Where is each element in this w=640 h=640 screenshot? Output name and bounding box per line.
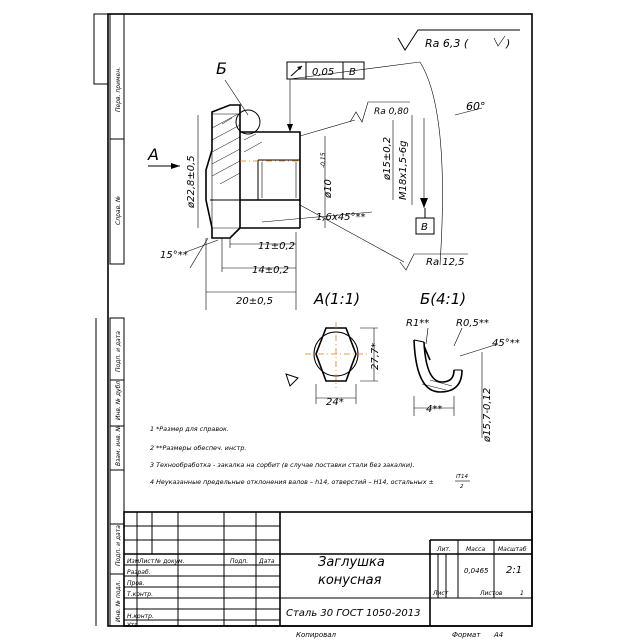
strip-sign-date-2: Подп. и дата (115, 525, 122, 566)
tb-sheets-label: Листов (479, 590, 503, 597)
ra-125: Ra 12,5 (426, 257, 465, 268)
note-1: 1 *Размер для справок. (150, 425, 229, 433)
dim-45: 45°** (492, 338, 520, 349)
ra-080: Ra 0,80 (374, 107, 409, 117)
tb-col-lit: Лит. (436, 546, 451, 553)
material: Сталь 30 ГОСТ 1050-2013 (286, 608, 421, 619)
title-block (123, 511, 533, 627)
arrow-a-icon (171, 163, 180, 169)
note-4-fraction-num: IT14 (456, 474, 468, 480)
left-strip-bottom (109, 317, 125, 627)
tb-sheet-label: Лист (432, 590, 449, 597)
view-a-label: А (147, 145, 159, 164)
note-3: 3 Технообработка - закалка на сорбит (в … (150, 461, 415, 469)
tb-head-date: Дата (258, 558, 275, 565)
datum-box-label: В (421, 222, 428, 233)
strip-ref-no: Справ. № (115, 196, 122, 225)
ra-080-sign (349, 101, 410, 123)
footer-format: А4 (493, 631, 503, 639)
roughness-general-sign (397, 29, 520, 51)
dim-d10: ø10 (323, 179, 334, 199)
hex-view (305, 322, 368, 388)
dim-14: 14±0,2 (252, 265, 289, 276)
part-name-line2: конусная (318, 573, 382, 588)
tolerance-value: 0,05 (312, 67, 334, 78)
detail-b-circle (235, 109, 261, 135)
part-section-view (205, 104, 301, 239)
angle-60: 60° (466, 100, 486, 113)
tb-col-mass: Масса (466, 546, 485, 553)
dim-27: 27,7* (370, 343, 381, 370)
tb-role-checker: Пров. (127, 580, 145, 587)
view-b-title: Б(4:1) (420, 290, 466, 308)
tb-role-approved: Утв. (127, 622, 140, 629)
dim-d157: ø15,7-0,12 (482, 388, 493, 443)
angle-arc (419, 61, 443, 266)
tolerance-datum: В (349, 67, 356, 78)
dim-thread: M18x1,5-6g (398, 141, 409, 201)
dim-r1: R1** (406, 318, 429, 329)
dim-d10-tol: -0,15 (320, 152, 327, 168)
view-a-direction-icon (285, 373, 299, 387)
ra-125-sign (399, 253, 468, 271)
dim-24: 24* (326, 397, 344, 408)
dim-15deg: 15°** (160, 250, 188, 261)
section-label-b: Б (216, 59, 227, 78)
dim-11: 11±0,2 (258, 241, 295, 252)
tb-role-developer: Разраб. (127, 569, 151, 576)
tb-col-scale: Масштаб (498, 546, 527, 553)
detail-b-profile (413, 339, 463, 393)
dim-20: 20±0,5 (236, 296, 273, 307)
tb-head-change: Изм (127, 558, 140, 565)
tb-head-sign: Подп. (230, 558, 248, 565)
strip-orig-inv: Инв. № подл. (115, 581, 122, 622)
roughness-general: Ra 6,3 ( (425, 37, 469, 50)
dim-4: 4** (426, 404, 442, 415)
tb-head-doc: № докум. (154, 558, 185, 565)
dim-d22: ø22,8±0,5 (186, 155, 197, 209)
tb-role-tech-control: Т.контр. (127, 591, 153, 598)
note-4: 4 Неуказанные предельные отклонения вало… (150, 478, 434, 486)
view-a-title: А(1:1) (313, 290, 360, 308)
tb-mass: 0,0465 (464, 567, 489, 575)
tb-scale: 2:1 (506, 565, 522, 576)
roughness-check-icon (493, 35, 506, 47)
dim-d15: ø15±0,2 (382, 137, 393, 181)
strip-first-use: Перв. примен. (115, 67, 122, 112)
footer-copied: Копировал (296, 631, 337, 639)
dim-r05: R0,5** (456, 318, 489, 329)
strip-dup-inv: Инв. № дубл. (115, 379, 122, 420)
tolerance-frame (286, 61, 365, 80)
dim-chamfer: 1,6x45°** (316, 212, 366, 223)
note-2: 2 **Размеры обеспеч. инстр. (150, 444, 246, 452)
footer-format-label: Формат (452, 631, 481, 639)
part-name-line1: Заглушка (318, 555, 385, 570)
roughness-general-close: ) (505, 37, 510, 50)
tb-sheets-count: 1 (520, 590, 524, 597)
left-strip-top-a (93, 13, 109, 85)
tb-head-sheet: Лист (138, 558, 155, 565)
strip-sign-date-1: Подп. и дата (115, 331, 122, 372)
strip-replace-inv: Взам. инв. № (115, 425, 122, 466)
note-4-fraction-den: 2 (460, 484, 464, 490)
tb-role-norm-control: Н.контр. (127, 613, 154, 620)
